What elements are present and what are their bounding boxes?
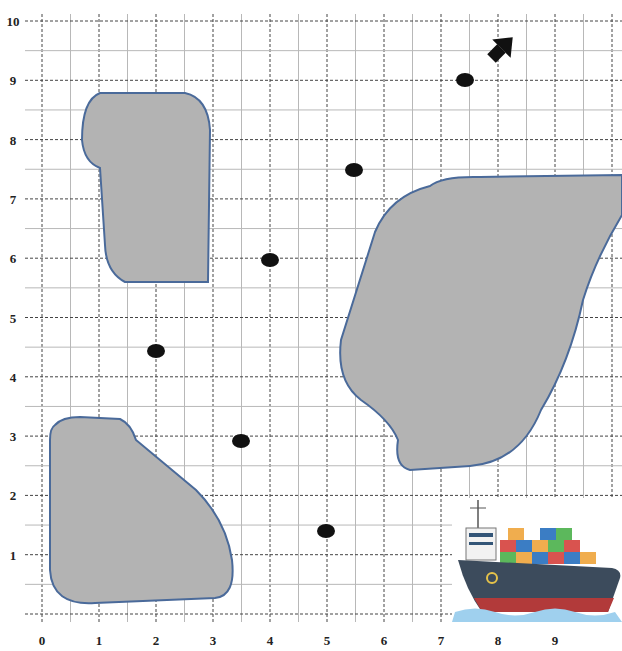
container — [500, 552, 516, 564]
container — [516, 540, 532, 552]
x-axis-label: 3 — [210, 634, 217, 647]
route-dot — [232, 434, 250, 448]
island — [340, 175, 622, 470]
grid-line — [25, 50, 622, 51]
heading-arrow — [482, 28, 522, 68]
y-axis-label: 2 — [10, 489, 17, 502]
container — [564, 552, 580, 564]
x-axis-label: 8 — [495, 634, 502, 647]
container — [500, 540, 516, 552]
ship-anchor — [487, 573, 497, 583]
route-dot — [147, 344, 165, 358]
container — [532, 552, 548, 564]
route-dot — [345, 163, 363, 177]
container — [548, 552, 564, 564]
container — [532, 540, 548, 552]
x-axis-label: 0 — [39, 634, 46, 647]
container — [540, 528, 556, 540]
container — [508, 528, 524, 540]
y-axis-label: 10 — [7, 15, 20, 28]
x-axis-label: 4 — [267, 634, 274, 647]
container — [580, 552, 596, 564]
route-dot — [261, 253, 279, 267]
grid-line — [298, 14, 299, 622]
x-axis-label: 6 — [381, 634, 388, 647]
y-axis-label: 3 — [10, 430, 17, 443]
grid-line — [25, 80, 622, 81]
ship-window — [469, 542, 493, 545]
ship-bridge — [466, 528, 496, 560]
water — [452, 609, 622, 623]
y-axis-label: 6 — [10, 252, 17, 265]
container — [548, 540, 564, 552]
container-ship — [452, 498, 622, 622]
ship-hull — [458, 560, 620, 612]
y-axis-label: 9 — [10, 74, 17, 87]
container — [556, 528, 572, 540]
route-dots — [147, 73, 474, 538]
route-dot — [317, 524, 335, 538]
containers — [500, 528, 596, 564]
container — [564, 540, 580, 552]
x-axis-label: 5 — [324, 634, 331, 647]
x-axis-label: 1 — [96, 634, 103, 647]
grid-line — [25, 21, 622, 22]
y-axis-label: 1 — [10, 548, 17, 561]
island — [50, 417, 233, 603]
arrow-head — [492, 28, 522, 58]
ship-mast — [470, 508, 486, 509]
grid — [25, 14, 622, 622]
y-axis-label: 4 — [10, 370, 17, 383]
y-axis-label: 7 — [10, 192, 17, 205]
ship-window — [469, 533, 493, 537]
ship-mast — [477, 500, 479, 530]
y-axis-label: 8 — [10, 133, 17, 146]
y-axis-label: 5 — [10, 311, 17, 324]
x-axis-label: 9 — [552, 634, 559, 647]
x-axis-label: 7 — [438, 634, 445, 647]
x-axis-label: 2 — [153, 634, 160, 647]
ship-ground — [452, 498, 622, 622]
route-dot — [456, 73, 474, 87]
container — [516, 552, 532, 564]
island — [82, 93, 210, 282]
